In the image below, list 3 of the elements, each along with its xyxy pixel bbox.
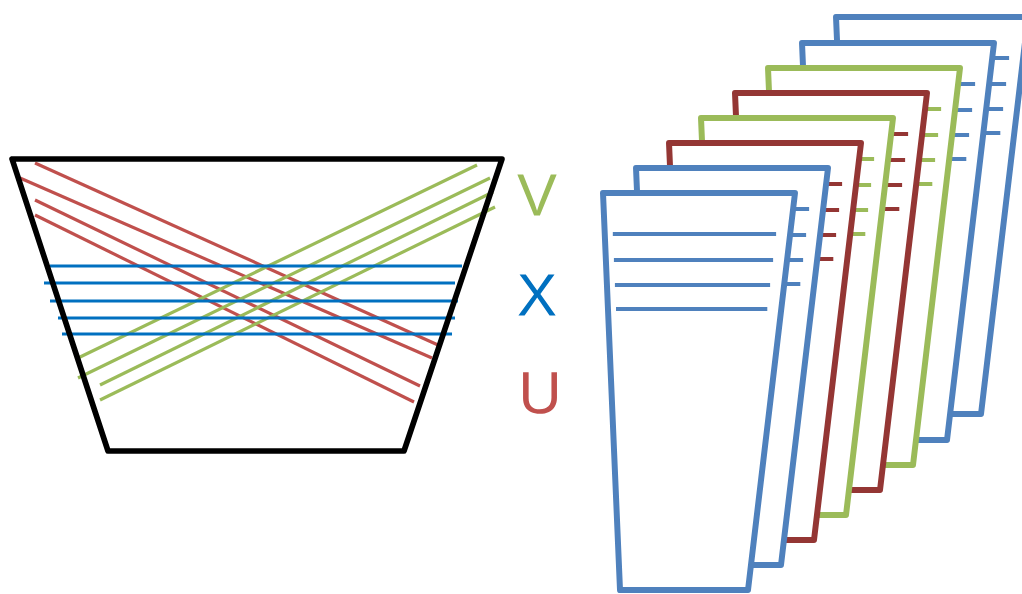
plane-label: X: [518, 274, 556, 316]
plane-label: V: [517, 174, 557, 216]
plane-label: U: [523, 372, 557, 414]
